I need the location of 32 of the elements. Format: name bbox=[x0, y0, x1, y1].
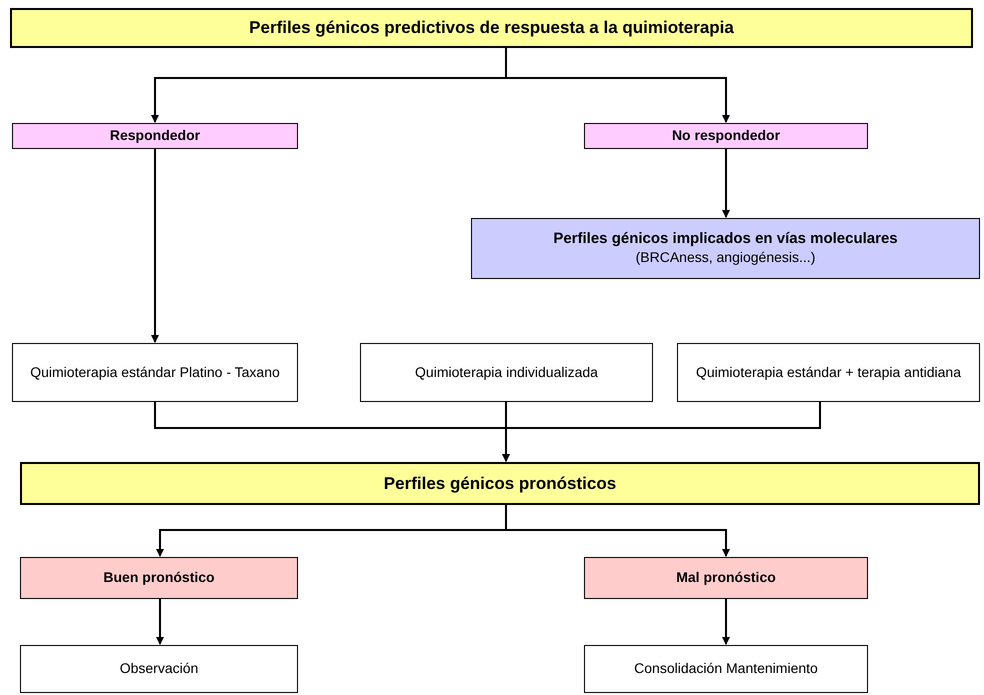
outcome-box bbox=[584, 557, 868, 599]
connector-arrow bbox=[722, 599, 730, 645]
connector-arrow bbox=[151, 149, 159, 343]
node-label: Perfiles génicos pronósticos bbox=[384, 472, 616, 494]
node-label: Respondedor bbox=[110, 127, 200, 145]
treatment-box bbox=[12, 343, 298, 402]
node-label: Quimioterapia estándar + terapia antidiana bbox=[696, 364, 961, 382]
node-label: Observación bbox=[120, 660, 198, 678]
title-box bbox=[20, 462, 980, 505]
title-box bbox=[10, 8, 973, 48]
outcome-box bbox=[584, 123, 868, 149]
connector-arrow bbox=[502, 402, 821, 462]
process-box bbox=[471, 218, 980, 279]
outcome-box bbox=[20, 557, 298, 599]
connector-arrow bbox=[505, 48, 730, 123]
connector-arrow bbox=[505, 505, 730, 557]
node-label: Perfiles génicos predictivos de respuesta a la quimioterapia bbox=[249, 17, 734, 39]
treatment-box bbox=[20, 645, 298, 693]
treatment-box bbox=[584, 645, 868, 693]
node-label: Consolidación Mantenimiento bbox=[634, 660, 818, 678]
connector-arrow bbox=[156, 599, 164, 645]
outcome-box bbox=[12, 123, 298, 149]
treatment-box bbox=[360, 343, 653, 402]
node-label: Buen pronóstico bbox=[103, 569, 215, 587]
node-label: (BRCAness, angiogénesis...) bbox=[636, 249, 816, 267]
connector-arrow bbox=[722, 149, 730, 218]
node-label: Perfiles génicos implicados en vías moleculares bbox=[553, 230, 898, 250]
node-label: Quimioterapia individualizada bbox=[415, 364, 598, 382]
treatment-box bbox=[677, 343, 980, 402]
node-label: No respondedor bbox=[672, 127, 780, 145]
node-label: Quimioterapia estándar Platino - Taxano bbox=[30, 364, 280, 382]
node-label: Mal pronóstico bbox=[676, 569, 776, 587]
